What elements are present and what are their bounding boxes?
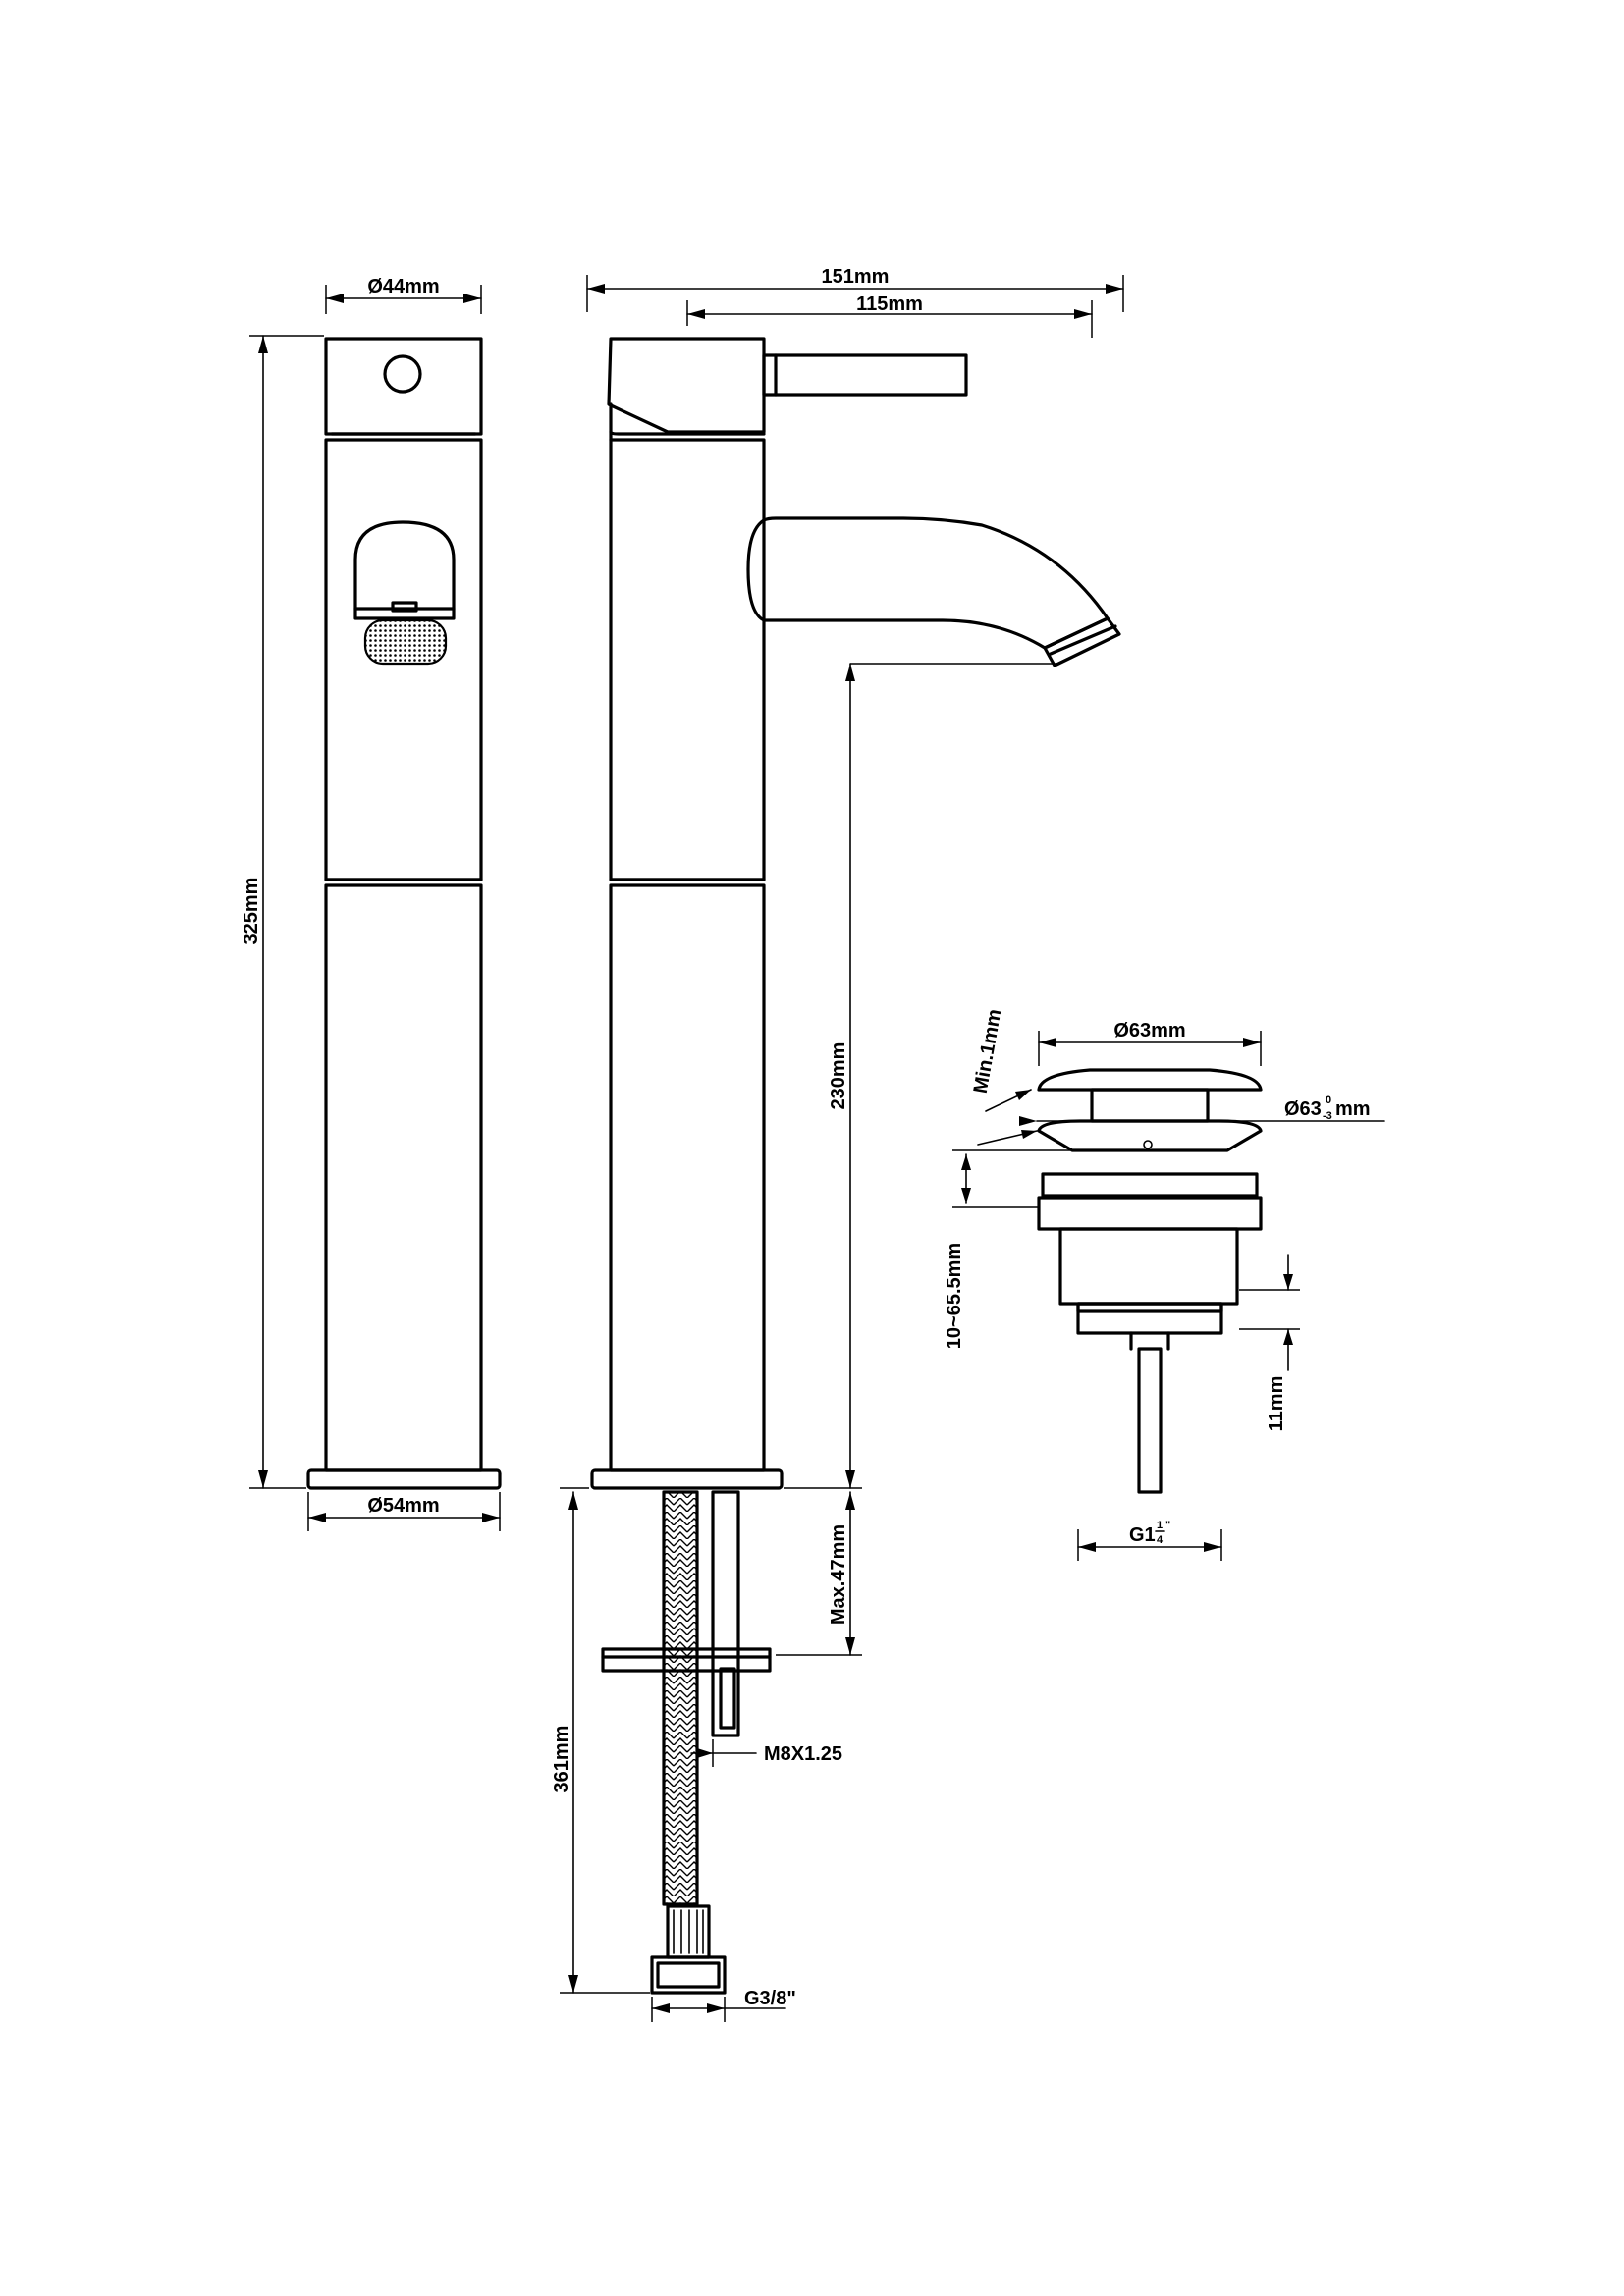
braided-hose [662, 1490, 699, 1906]
profile-lever [762, 353, 968, 397]
svg-text:-3: -3 [1323, 1110, 1332, 1122]
svg-text:mm: mm [1335, 1098, 1371, 1120]
label-total-reach: 151mm [822, 266, 890, 288]
waste-stem [1137, 1347, 1163, 1494]
label-cap-diameter: Ø63mm [1113, 1020, 1185, 1041]
svg-text:G1: G1 [1129, 1524, 1156, 1546]
label-min-gap: Min.1mm [970, 1007, 1006, 1095]
svg-text:4: 4 [1157, 1534, 1164, 1546]
label-total-height: 325mm [241, 878, 262, 945]
profile-spout [746, 516, 1110, 650]
label-body-diameter: Ø63 0 -3 mm [1284, 1095, 1371, 1122]
label-stud-thread: M8X1.25 [764, 1743, 842, 1765]
side-handle-screw-hole [383, 354, 422, 394]
label-handle-reach: 115mm [856, 294, 923, 315]
profile-body-lower [609, 883, 766, 1472]
fixing-plate [601, 1647, 772, 1673]
hose-nut [650, 1955, 727, 1995]
label-hose-length: 361mm [551, 1726, 572, 1793]
svg-text:Ø63: Ø63 [1284, 1098, 1322, 1120]
label-top-diameter: Ø44mm [367, 276, 439, 297]
profile-aerator [1043, 616, 1121, 667]
profile-view [590, 337, 1121, 1995]
waste-flange [1041, 1172, 1259, 1198]
dimension-arrows [258, 284, 1293, 2013]
waste-body [1058, 1227, 1239, 1306]
side-base-flange [306, 1468, 502, 1490]
svg-text:": " [1165, 1520, 1170, 1531]
side-handle-cap [324, 337, 483, 436]
label-spout-height: 230mm [828, 1042, 849, 1110]
waste-view [1037, 1068, 1263, 1494]
profile-body-upper [609, 438, 766, 881]
side-body-lower [324, 883, 483, 1472]
side-view [306, 337, 502, 1490]
svg-text:1: 1 [1157, 1520, 1163, 1531]
side-spout-outlet [353, 520, 456, 611]
dimension-labels: Ø44mm 151mm 115mm 325mm Ø54mm 230mm Max.… [241, 266, 1371, 2009]
svg-text:0: 0 [1326, 1095, 1331, 1106]
profile-handle-body [607, 337, 766, 434]
label-base-diameter: Ø54mm [367, 1495, 439, 1517]
waste-cap [1037, 1068, 1263, 1092]
label-waste-thread: G1 1 4 " [1129, 1520, 1170, 1546]
side-aerator-mesh [363, 618, 448, 666]
profile-base-flange [590, 1468, 784, 1490]
threaded-stud [711, 1490, 740, 1737]
label-basin-thickness: 10~65.5mm [944, 1243, 965, 1349]
label-thread-length: 11mm [1266, 1376, 1287, 1432]
label-max-deck: Max.47mm [828, 1524, 849, 1625]
waste-thread [1076, 1302, 1223, 1335]
label-hose-thread: G3/8" [744, 1988, 796, 2009]
